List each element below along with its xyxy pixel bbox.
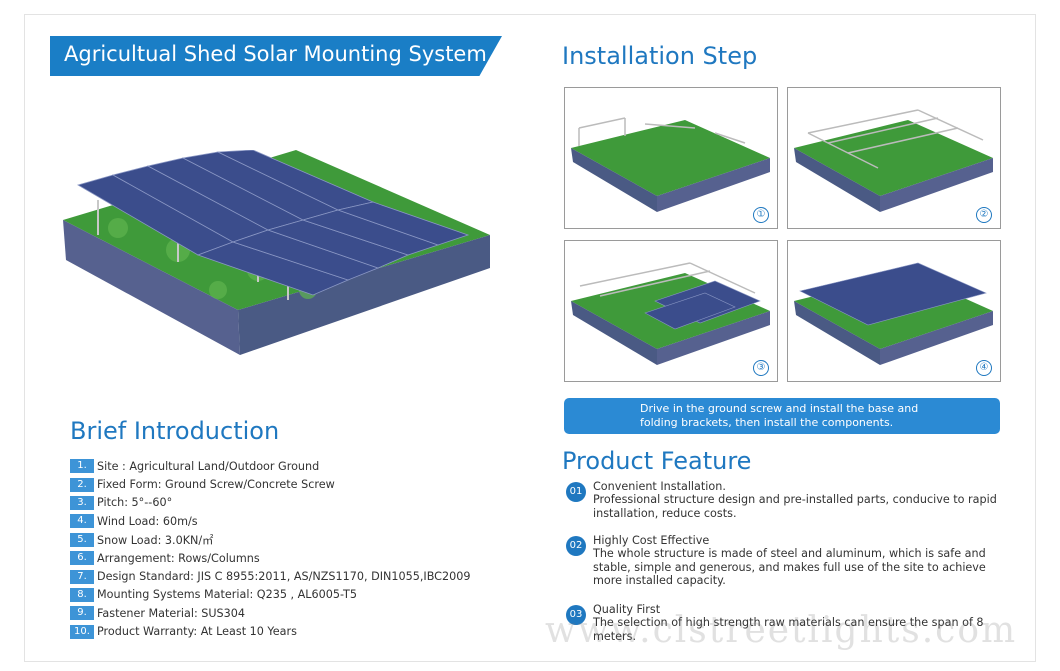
step-4-illustration <box>794 262 993 365</box>
step-3-illustration <box>571 262 770 365</box>
step-3-number: ③ <box>753 360 769 376</box>
page-title: Agricultual Shed Solar Mounting System <box>64 42 487 66</box>
installation-step-2: ② <box>787 87 1001 229</box>
caption-line-1: Drive in the ground screw and install th… <box>640 402 919 415</box>
installation-step-1: ① <box>564 87 778 229</box>
spec-text: Mounting Systems Material: Q235 , AL6005… <box>97 588 357 602</box>
spec-number: 9. <box>70 606 94 621</box>
feature-number-badge: 01 <box>566 482 586 502</box>
spec-number: 7. <box>70 569 94 584</box>
spec-number: 2. <box>70 477 94 492</box>
spec-item-warranty: 10.Product Warranty: At Least 10 Years <box>70 623 530 641</box>
spec-text: Fixed Form: Ground Screw/Concrete Screw <box>97 478 335 492</box>
installation-step-4: ④ <box>787 240 1001 382</box>
caption-line-2: folding brackets, then install the compo… <box>640 416 894 429</box>
feature-description: The whole structure is made of steel and… <box>593 547 986 588</box>
spec-text: Pitch: 5°--60° <box>97 496 173 510</box>
spec-text: Fastener Material: SUS304 <box>97 606 246 620</box>
spec-number: 3. <box>70 495 94 510</box>
spec-item-design-standard: 7.Design Standard: JIS C 8955:2011, AS/N… <box>70 567 530 585</box>
feature-title: Highly Cost Effective <box>593 534 710 547</box>
spec-item-mounting-material: 8.Mounting Systems Material: Q235 , AL60… <box>70 586 530 604</box>
step-4-number: ④ <box>976 360 992 376</box>
feature-heading: Product Feature <box>562 447 752 475</box>
spec-item-fixed-form: 2.Fixed Form: Ground Screw/Concrete Scre… <box>70 475 530 493</box>
feature-title: Quality First <box>593 603 661 616</box>
feature-description: Professional structure design and pre-in… <box>593 493 997 520</box>
step-2-illustration <box>794 109 993 212</box>
step-1-number: ① <box>753 207 769 223</box>
intro-heading: Brief Introduction <box>70 417 280 445</box>
spec-number: 4. <box>70 514 94 529</box>
feature-title: Convenient Installation. <box>593 480 726 493</box>
title-banner: Agricultual Shed Solar Mounting System <box>50 36 502 76</box>
spec-item-snow-load: 5.Snow Load: 3.0KN/㎡ <box>70 531 530 549</box>
spec-item-pitch: 3.Pitch: 5°--60° <box>70 494 530 512</box>
spec-text: Product Warranty: At Least 10 Years <box>97 625 297 639</box>
spec-item-wind-load: 4.Wind Load: 60m/s <box>70 512 530 530</box>
spec-number: 6. <box>70 551 94 566</box>
installation-caption: Drive in the ground screw and install th… <box>564 398 1000 434</box>
spec-text: Wind Load: 60m/s <box>97 514 198 528</box>
spec-item-arrangement: 6.Arrangement: Rows/Columns <box>70 549 530 567</box>
spec-number: 5. <box>70 532 94 547</box>
feature-description: The selection of high strength raw mater… <box>593 616 984 643</box>
page-frame <box>24 14 1036 662</box>
spec-number: 10. <box>70 624 94 639</box>
spec-text: Snow Load: 3.0KN/㎡ <box>97 533 214 547</box>
step-1-illustration <box>571 117 770 212</box>
spec-text: Site : Agricultural Land/Outdoor Ground <box>97 459 320 473</box>
installation-heading: Installation Step <box>562 42 758 70</box>
feature-number-badge: 02 <box>566 536 586 556</box>
watermark: www.clstreetlights.com <box>545 610 1018 651</box>
spec-item-fastener-material: 9.Fastener Material: SUS304 <box>70 604 530 622</box>
solar-shed-illustration <box>63 150 490 355</box>
spec-text: Design Standard: JIS C 8955:2011, AS/NZS… <box>97 570 471 584</box>
spec-number: 8. <box>70 587 94 602</box>
spec-number: 1. <box>70 459 94 474</box>
spec-text: Arrangement: Rows/Columns <box>97 551 260 565</box>
feature-number-badge: 03 <box>566 605 586 625</box>
spec-item-site: 1.Site : Agricultural Land/Outdoor Groun… <box>70 457 530 475</box>
spec-list: 1.Site : Agricultural Land/Outdoor Groun… <box>70 457 530 641</box>
installation-step-3: ③ <box>564 240 778 382</box>
step-2-number: ② <box>976 207 992 223</box>
